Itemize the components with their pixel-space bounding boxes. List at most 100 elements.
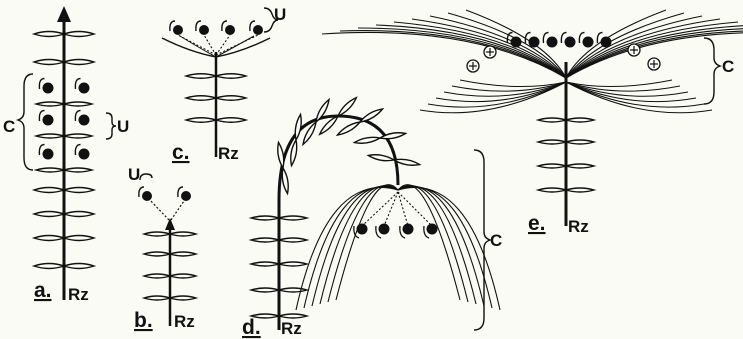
leaf-left xyxy=(34,60,64,65)
sheath-right-line xyxy=(566,19,720,78)
panel-e-c-label: C xyxy=(722,57,734,76)
panel-e-label: e. xyxy=(528,212,546,235)
panel-a-rz: Rz xyxy=(68,285,89,304)
leaf-right xyxy=(64,188,94,193)
leaf-right xyxy=(64,264,94,269)
bud xyxy=(43,83,54,94)
leaf-left xyxy=(538,118,566,122)
leaf-left xyxy=(251,262,279,266)
panel-a-u-brace xyxy=(106,113,116,139)
bud xyxy=(511,37,522,48)
leaf-right xyxy=(279,262,307,266)
bud xyxy=(379,224,390,235)
sheath-right-line xyxy=(398,185,468,302)
panel-b: U b. Rz xyxy=(128,165,196,332)
leaf-right xyxy=(64,134,92,138)
panel-c-label: c. xyxy=(172,141,190,164)
bud xyxy=(427,224,438,235)
panel-a-u-label: U xyxy=(117,117,129,136)
panel-b-rz: Rz xyxy=(174,312,195,331)
leaf-right xyxy=(279,288,307,292)
bud xyxy=(529,37,540,48)
panel-b-u-brace xyxy=(140,174,152,180)
panel-a-arrow-tip xyxy=(57,6,71,22)
panel-a: C U a. Rz xyxy=(3,6,129,304)
leaf-left xyxy=(34,32,64,37)
lower-sheath-right xyxy=(566,82,712,113)
leaf-left xyxy=(144,296,170,300)
arch-leaf-left xyxy=(281,168,290,194)
bud xyxy=(43,115,54,126)
leaf-right xyxy=(64,32,94,37)
panel-c-dot-lines xyxy=(178,35,258,57)
leaf-left xyxy=(144,274,170,278)
leaf-right xyxy=(279,216,307,220)
bud xyxy=(253,25,263,35)
leaf-right xyxy=(566,118,594,122)
panel-e-c-brace xyxy=(704,38,720,104)
panel-b-dot-line-right xyxy=(171,198,186,220)
arch-leaf-left xyxy=(336,120,361,137)
bud xyxy=(181,191,191,201)
bud xyxy=(173,25,183,35)
bud xyxy=(79,83,90,94)
panel-d-sheath xyxy=(296,185,500,310)
panel-a-c-label: C xyxy=(3,117,15,136)
sheath-inner-right xyxy=(216,36,254,57)
panel-b-label: b. xyxy=(134,309,153,332)
panel-d: C d. Rz xyxy=(242,96,502,339)
leaf-right xyxy=(64,168,92,172)
leaf-right xyxy=(64,60,94,65)
panel-e-rz: Rz xyxy=(568,217,589,236)
panel-d-label: d. xyxy=(242,316,261,339)
leaf-right xyxy=(64,236,94,241)
lower-sheath-left xyxy=(420,82,566,113)
leaf-right xyxy=(170,296,196,300)
leaf-right xyxy=(170,232,196,236)
bud xyxy=(547,37,558,48)
panel-c-u-label: U xyxy=(274,5,286,24)
panel-c-rz: Rz xyxy=(218,144,239,163)
leaf-left xyxy=(186,74,216,79)
panel-d-rz: Rz xyxy=(281,319,302,338)
panel-e-sheath xyxy=(322,10,743,113)
leaf-right xyxy=(170,274,196,278)
leaf-left xyxy=(538,140,566,144)
leaf-left xyxy=(251,238,279,242)
panel-a-label: a. xyxy=(34,279,52,302)
sheath-left-line xyxy=(394,22,566,78)
arch-leaf-left xyxy=(301,121,318,146)
bud xyxy=(43,149,54,160)
leaf-left xyxy=(36,168,64,172)
leaf-left xyxy=(34,236,64,241)
leaf-right xyxy=(279,314,307,318)
leaf-left xyxy=(34,264,64,269)
bud xyxy=(142,191,152,201)
panel-b-dot-line-left xyxy=(148,198,169,220)
leaf-right xyxy=(566,188,594,192)
leaf-right xyxy=(170,252,196,256)
leaf-right xyxy=(216,96,246,101)
bud xyxy=(79,115,90,126)
panel-d-c-label: C xyxy=(490,231,502,250)
leaf-left xyxy=(186,118,216,123)
leaf-left xyxy=(251,216,279,220)
sheath-left-line xyxy=(328,185,398,302)
leaf-left xyxy=(251,288,279,292)
bud xyxy=(403,224,414,235)
leaf-left xyxy=(34,212,64,217)
leaf-left xyxy=(36,102,64,106)
leaf-left xyxy=(144,252,170,256)
arch-leaf-right xyxy=(314,98,331,123)
dot-line xyxy=(204,35,216,55)
leaf-left xyxy=(538,188,566,192)
leaf-left xyxy=(34,188,64,193)
panel-e: C e. Rz xyxy=(322,10,743,236)
panel-a-c-brace xyxy=(18,74,33,170)
lower-sheath-right xyxy=(566,80,672,87)
panel-b-apex xyxy=(165,218,175,230)
leaf-right xyxy=(566,164,594,168)
sheath-right-line xyxy=(566,31,743,78)
